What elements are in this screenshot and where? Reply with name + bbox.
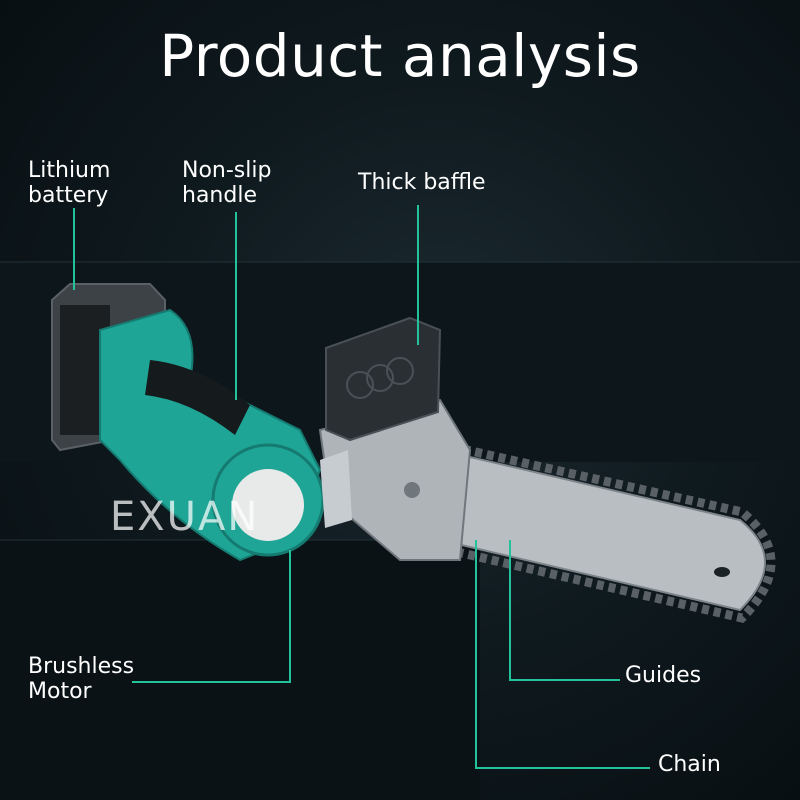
motor-label: Brushless Motor [28,654,134,704]
battery-label-line2: battery [28,183,109,208]
thick-baffle [325,316,442,442]
handle-label-line2: handle [182,183,257,208]
housing-bolt [404,482,420,498]
brand-watermark: EXUAN [110,494,260,540]
chain-label: Chain [658,752,721,777]
handle-label: Non-slip handle [182,158,271,208]
battery-label-line1: Lithium [28,158,111,183]
motor-label-line2: Motor [28,679,92,704]
guides-label: Guides [625,663,702,688]
motor-leader-line [132,550,291,683]
background-step-lower [0,540,480,800]
guide-bar [439,448,766,612]
baffle-ring [346,371,374,399]
guide-bar-hole [714,567,730,577]
guides-leader-line [509,540,620,681]
baffle-ring [386,357,414,385]
baffle-label: Thick baffle [358,170,486,195]
saw-chain [438,439,776,623]
motor-label-line1: Brushless [28,654,135,679]
baffle-ring [366,364,394,392]
chain-leader-line [475,540,650,769]
battery-label: Lithium battery [28,158,110,208]
handle-label-line1: Non-slip [182,158,272,183]
motor-shaft [320,450,352,528]
page-title: Product analysis [159,22,641,90]
non-slip-grip [145,360,250,435]
motor-cap [232,469,304,541]
